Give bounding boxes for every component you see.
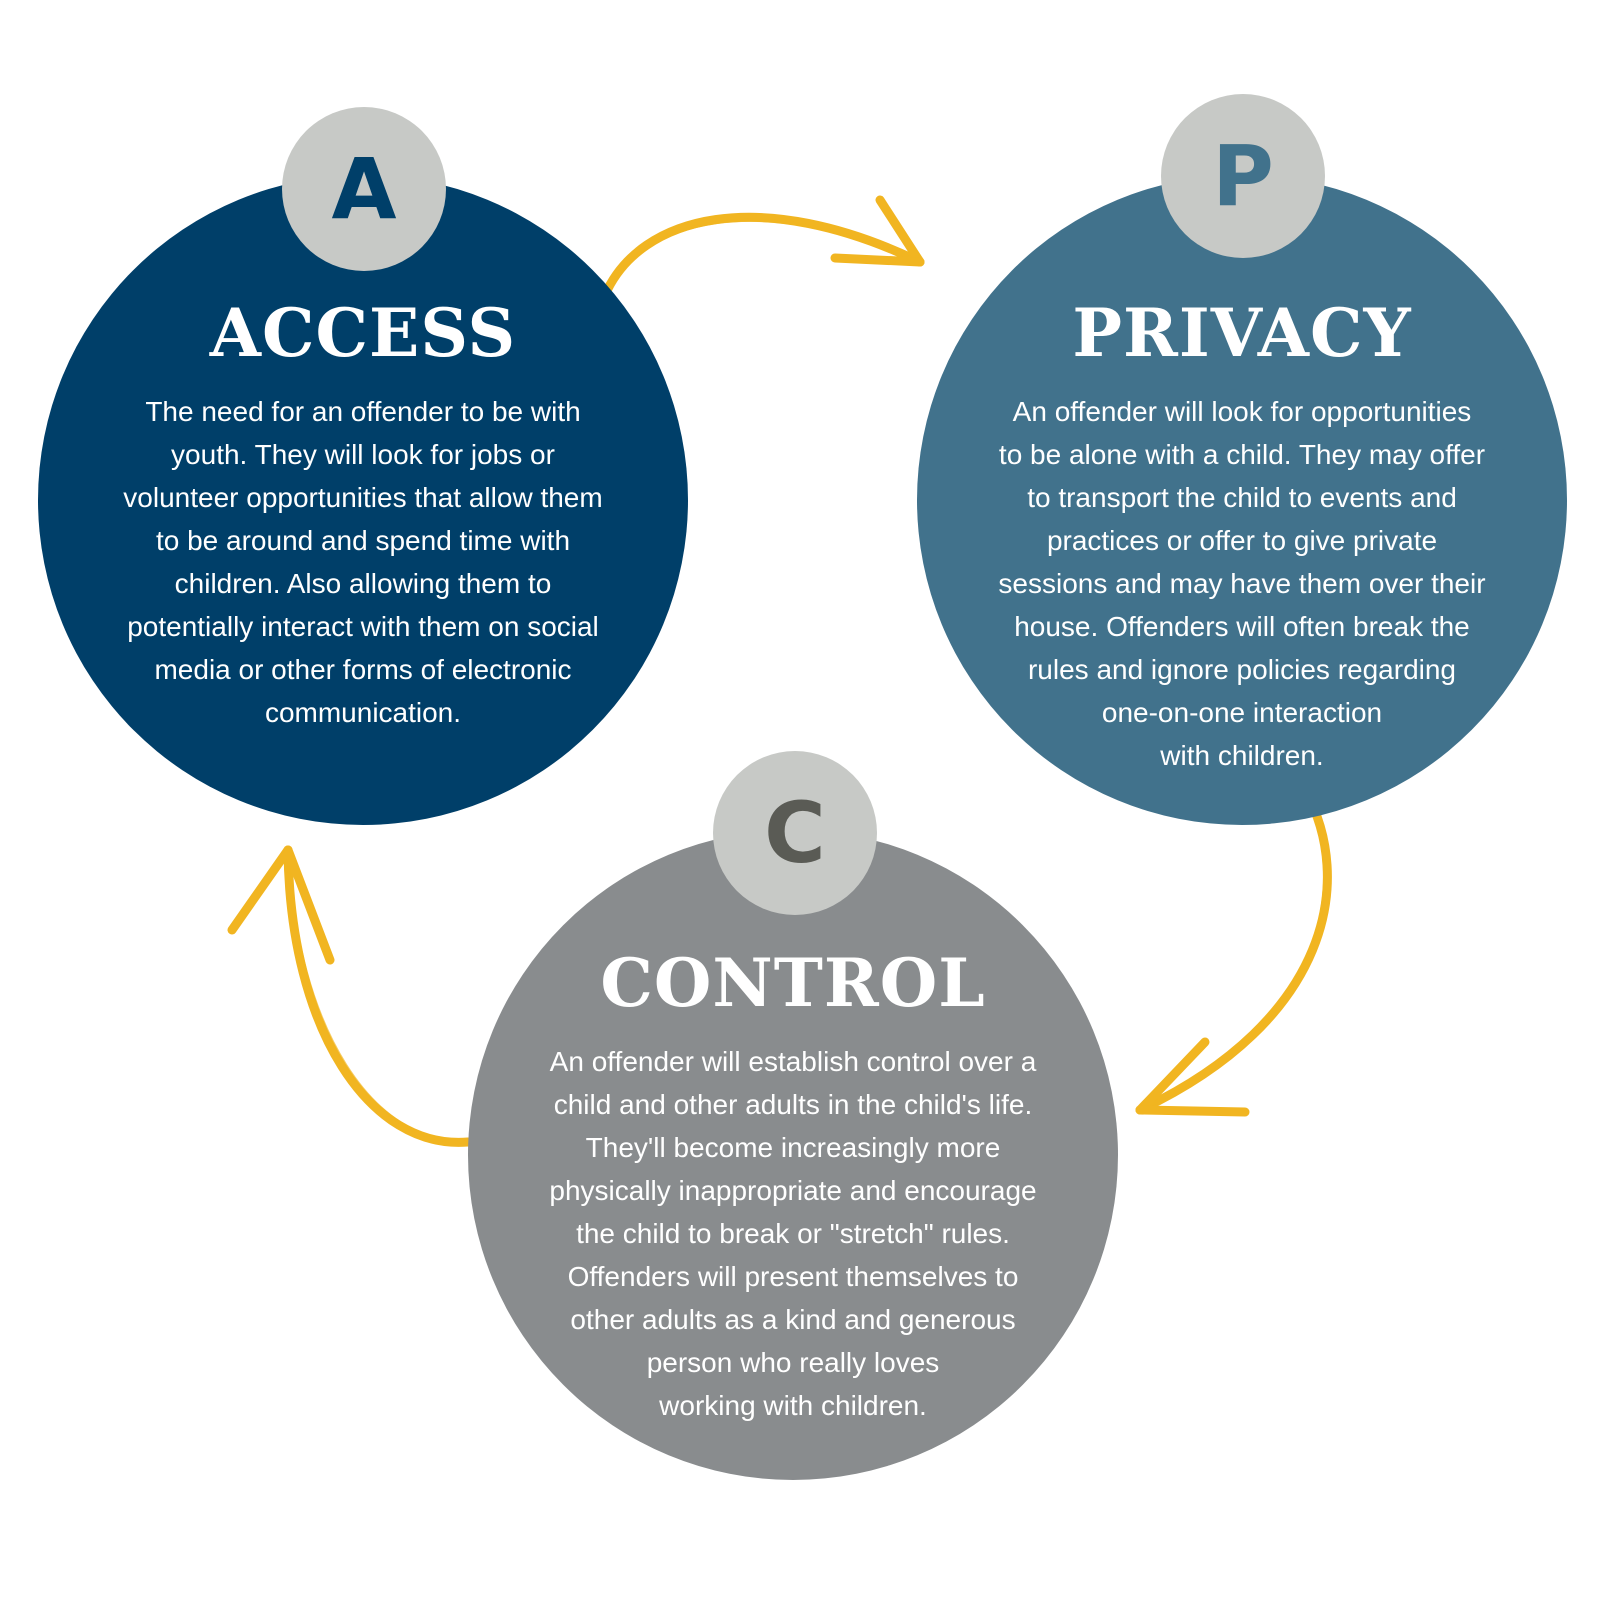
privacy-line: rules and ignore policies regarding bbox=[1027, 654, 1457, 685]
control-line: They'll become increasingly more bbox=[585, 1132, 1001, 1163]
access-line: communication. bbox=[264, 697, 462, 728]
privacy-line: to be alone with a child. They may offer bbox=[998, 439, 1486, 470]
access-line: volunteer opportunities that allow them bbox=[123, 482, 603, 513]
arrow-access-to-privacy bbox=[600, 195, 925, 300]
privacy-line: with children. bbox=[1160, 740, 1324, 771]
control-circle bbox=[468, 830, 1118, 1480]
control-line: the child to break or "stretch" rules. bbox=[576, 1218, 1010, 1249]
privacy-description: An offender will look for opportunities … bbox=[917, 390, 1567, 777]
access-letter-badge: A bbox=[282, 107, 446, 271]
privacy-line: to transport the child to events and bbox=[1027, 482, 1457, 513]
privacy-line: practices or offer to give private bbox=[1046, 525, 1438, 556]
privacy-line: house. Offenders will often break the bbox=[1014, 611, 1470, 642]
control-letter-badge: C bbox=[713, 751, 877, 915]
control-line: working with children. bbox=[659, 1390, 927, 1421]
access-title: ACCESS bbox=[209, 294, 517, 372]
control-title: CONTROL bbox=[600, 944, 986, 1022]
control-description: An offender will establish control over … bbox=[468, 1040, 1118, 1427]
control-line: person who really loves bbox=[646, 1347, 940, 1378]
access-letter: A bbox=[331, 140, 397, 238]
access-line: children. Also allowing them to bbox=[174, 568, 552, 599]
control-line: child and other adults in the child's li… bbox=[553, 1089, 1033, 1120]
access-line: potentially interact with them on social bbox=[127, 611, 599, 642]
arrow-control-to-access bbox=[227, 845, 473, 1147]
privacy-letter-badge: P bbox=[1161, 94, 1325, 258]
access-line: The need for an offender to be with bbox=[145, 396, 581, 427]
access-line: media or other forms of electronic bbox=[154, 654, 572, 685]
access-description: The need for an offender to be with yout… bbox=[38, 390, 688, 734]
access-line: to be around and spend time with bbox=[155, 525, 571, 556]
privacy-letter: P bbox=[1212, 127, 1274, 225]
arrow-privacy-to-control bbox=[1135, 785, 1332, 1117]
control-line: physically inappropriate and encourage bbox=[549, 1175, 1037, 1206]
access-line: youth. They will look for jobs or bbox=[171, 439, 555, 470]
privacy-circle bbox=[917, 175, 1567, 825]
access-circle bbox=[38, 175, 688, 825]
privacy-line: An offender will look for opportunities bbox=[1012, 396, 1472, 427]
control-line: other adults as a kind and generous bbox=[570, 1304, 1016, 1335]
privacy-line: one-on-one interaction bbox=[1101, 697, 1383, 728]
control-letter: C bbox=[764, 784, 826, 882]
privacy-line: sessions and may have them over their bbox=[998, 568, 1486, 599]
privacy-title: PRIVACY bbox=[1072, 294, 1412, 372]
control-line: An offender will establish control over … bbox=[549, 1046, 1037, 1077]
control-line: Offenders will present themselves to bbox=[567, 1261, 1019, 1292]
